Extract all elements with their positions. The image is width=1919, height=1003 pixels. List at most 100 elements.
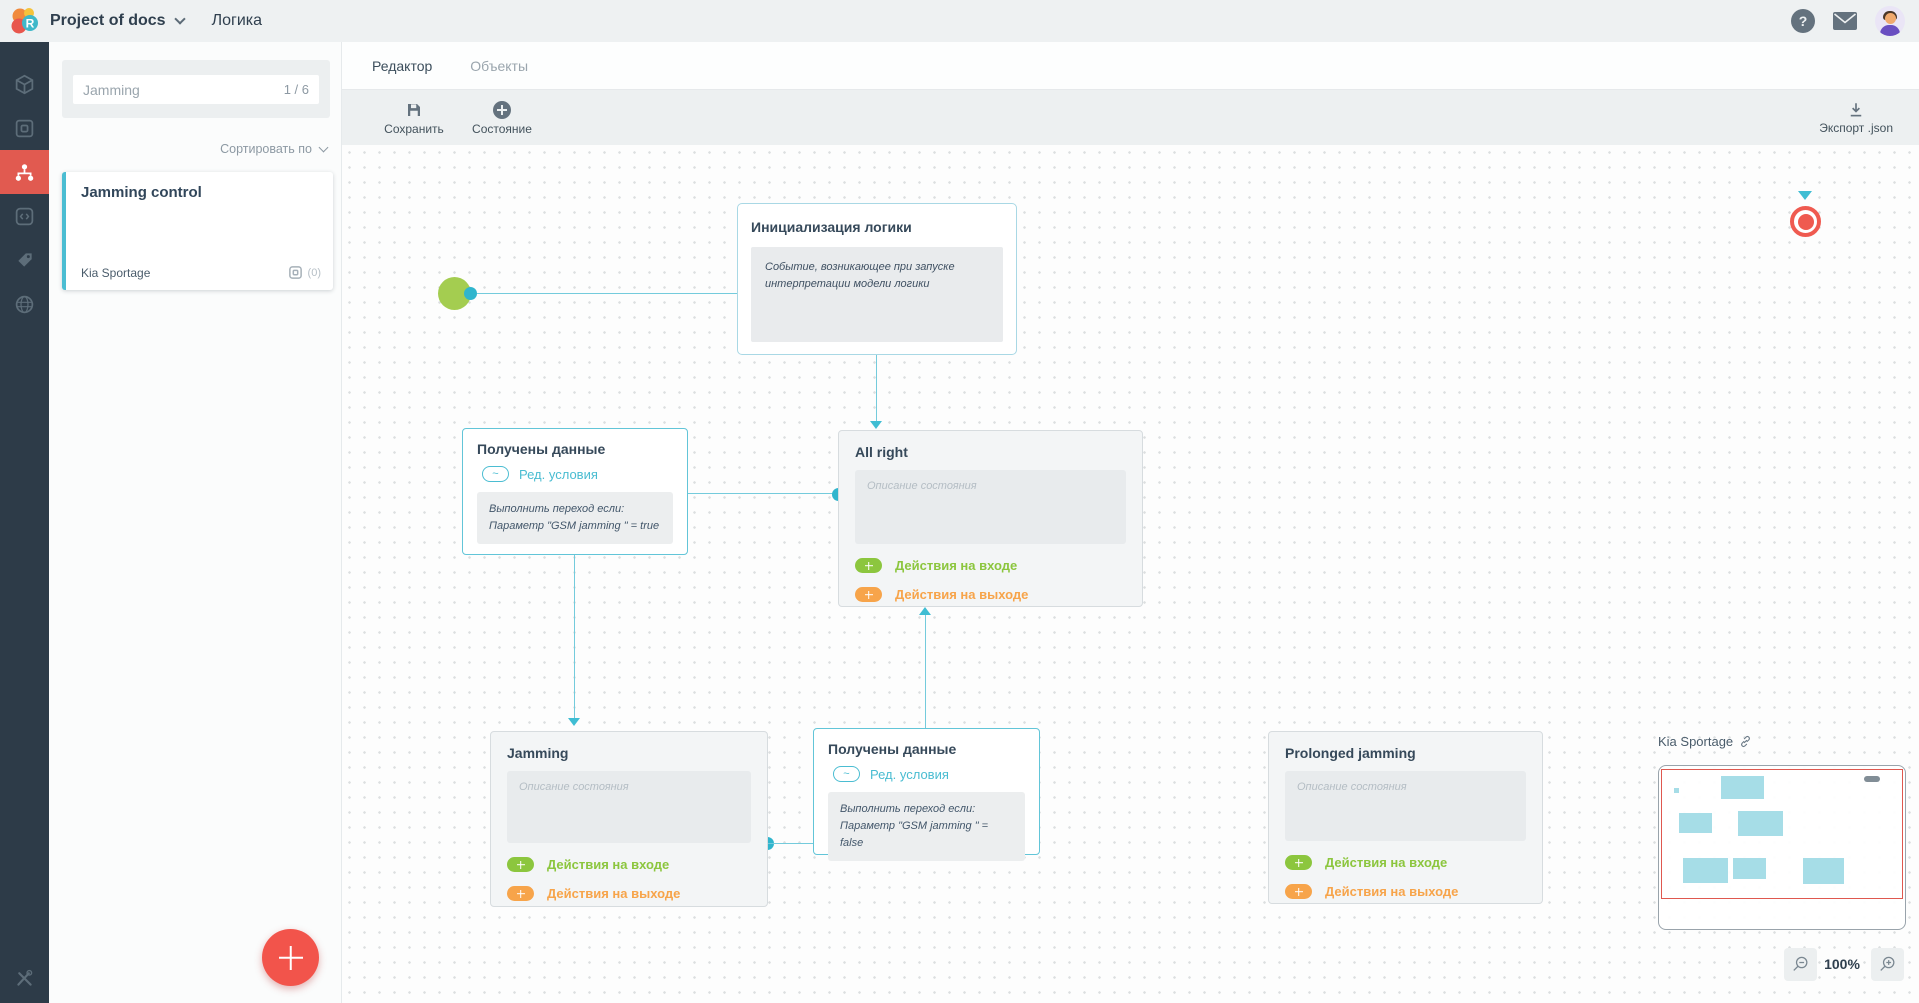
chevron-down-icon[interactable] (173, 13, 186, 25)
plus-pill-icon (855, 558, 882, 573)
sidebar-item-logic[interactable] (0, 150, 49, 194)
add-entry-action-button[interactable]: Действия на входе (855, 558, 1126, 573)
search-section: 1 / 6 (62, 60, 330, 118)
plus-pill-icon (1285, 884, 1312, 899)
download-icon (1850, 102, 1862, 116)
help-icon[interactable]: ? (1791, 9, 1815, 33)
project-selector[interactable]: Project of docs (50, 12, 166, 29)
tools-icon (17, 969, 33, 986)
add-exit-action-button[interactable]: Действия на выходе (1285, 884, 1526, 899)
link-icon[interactable] (1739, 735, 1752, 748)
entry-actions-label: Действия на входе (895, 558, 1018, 573)
node-state-jamming[interactable]: Jamming Описание состояния Действия на в… (490, 731, 768, 907)
square-in-square-icon (15, 119, 34, 137)
tab-editor[interactable]: Редактор (372, 57, 433, 74)
linked-object-name: Kia Sportage (81, 265, 151, 280)
minimap-collapse-button[interactable] (1864, 776, 1880, 782)
edit-condition-label: Ред. условия (870, 766, 949, 782)
avatar-face (1884, 13, 1896, 24)
edge-start-to-init (477, 293, 737, 294)
sidebar-item-objects-cube[interactable] (0, 62, 49, 106)
magnifier-plus-icon (1880, 956, 1895, 971)
tag-icon (17, 253, 32, 267)
arrowhead-down-icon (568, 718, 580, 726)
app-logo-icon: R (10, 6, 40, 36)
node-transition-data-true[interactable]: Получены данные ~ Ред. условия Выполнить… (462, 428, 688, 555)
minimap-viewport[interactable] (1661, 769, 1903, 899)
user-avatar[interactable] (1875, 6, 1905, 36)
node-title: Получены данные (477, 441, 606, 457)
arrowhead-down-icon (1798, 191, 1812, 200)
add-logic-button[interactable] (262, 929, 319, 986)
minimap[interactable] (1658, 765, 1906, 930)
sort-dropdown[interactable]: Сортировать по (220, 142, 329, 156)
topbar-actions: ? (1791, 0, 1905, 42)
exit-actions-label: Действия на выходе (1325, 884, 1459, 899)
add-entry-action-button[interactable]: Действия на входе (1285, 855, 1526, 870)
node-init-logic[interactable]: Инициализация логики Событие, возникающе… (737, 203, 1017, 355)
tilde-icon: ~ (482, 466, 509, 482)
code-icon (15, 207, 34, 225)
edge-transition-to-allright-up (925, 615, 926, 728)
sidebar-item-settings[interactable] (0, 968, 49, 989)
node-state-allright[interactable]: All right Описание состояния Действия на… (838, 430, 1143, 607)
top-bar: R Project of docs Логика ? (0, 0, 1919, 42)
node-title: Получены данные (828, 741, 957, 757)
save-floppy-icon (405, 99, 423, 119)
add-exit-action-button[interactable]: Действия на выходе (855, 587, 1126, 602)
minimap-node (1733, 858, 1766, 879)
nav-sidebar (0, 42, 49, 1003)
condition-text: Выполнить переход если: Параметр "GSM ja… (828, 792, 1025, 862)
logic-canvas[interactable]: Инициализация логики Событие, возникающе… (342, 145, 1919, 1003)
search-field: 1 / 6 (73, 75, 319, 104)
state-description-input[interactable]: Описание состояния (855, 470, 1126, 544)
node-state-prolonged-jamming[interactable]: Prolonged jamming Описание состояния Дей… (1268, 731, 1543, 904)
arrowhead-down-icon (870, 421, 882, 429)
tilde-icon: ~ (833, 766, 860, 782)
node-title: All right (855, 444, 908, 460)
state-description-input[interactable]: Описание состояния (507, 771, 751, 843)
tab-objects[interactable]: Объекты (470, 57, 529, 74)
condition-text: Выполнить переход если: Параметр "GSM ja… (477, 492, 673, 545)
add-entry-action-button[interactable]: Действия на входе (507, 857, 751, 872)
edit-condition-button[interactable]: ~ Ред. условия (833, 766, 1025, 782)
logic-card-title: Jamming control (81, 184, 202, 201)
logic-list-panel: 1 / 6 Сортировать по Jamming control Kia… (49, 42, 342, 1003)
sidebar-item-tags[interactable] (0, 238, 49, 282)
zoom-out-button[interactable] (1784, 948, 1817, 981)
node-description[interactable]: Событие, возникающее при запуске интерпр… (751, 247, 1003, 342)
state-description-input[interactable]: Описание состояния (1285, 771, 1526, 841)
plus-pill-icon (507, 886, 534, 901)
add-exit-action-button[interactable]: Действия на выходе (507, 886, 751, 901)
sort-label: Сортировать по (220, 142, 312, 156)
plus-pill-icon (507, 857, 534, 872)
logic-card-footer: Kia Sportage (0) (81, 265, 321, 280)
object-count-badge: (0) (307, 266, 321, 279)
minimap-node (1803, 858, 1844, 884)
logic-card-jamming-control[interactable]: Jamming control Kia Sportage (0) (62, 172, 333, 290)
minimap-node (1738, 811, 1783, 836)
search-result-counter: 1 / 6 (283, 82, 309, 97)
square-in-square-icon (288, 266, 302, 279)
node-title: Инициализация логики (751, 219, 912, 235)
sidebar-item-network[interactable] (0, 282, 49, 326)
svg-text:R: R (26, 17, 35, 31)
node-transition-data-false[interactable]: Получены данные ~ Ред. условия Выполнить… (813, 728, 1040, 862)
end-target-node[interactable] (1790, 206, 1821, 237)
magnifier-minus-icon (1793, 956, 1808, 971)
entry-actions-label: Действия на входе (547, 857, 670, 872)
export-json-button[interactable]: Экспорт .json (1819, 90, 1893, 145)
sidebar-item-frames[interactable] (0, 106, 49, 150)
save-button[interactable]: Сохранить (384, 99, 444, 136)
add-state-button[interactable]: Состояние (472, 99, 532, 136)
zoom-in-button[interactable] (1871, 948, 1904, 981)
edit-condition-button[interactable]: ~ Ред. условия (482, 466, 673, 482)
search-input[interactable] (83, 81, 284, 98)
tabs-bar: Редактор Объекты (342, 42, 1919, 90)
sidebar-item-code[interactable] (0, 194, 49, 238)
start-node-port[interactable] (464, 287, 477, 300)
edge-init-to-allright (876, 355, 877, 422)
zoom-level: 100% (1824, 956, 1860, 972)
mail-icon[interactable] (1833, 12, 1857, 30)
plus-pill-icon (855, 587, 882, 602)
